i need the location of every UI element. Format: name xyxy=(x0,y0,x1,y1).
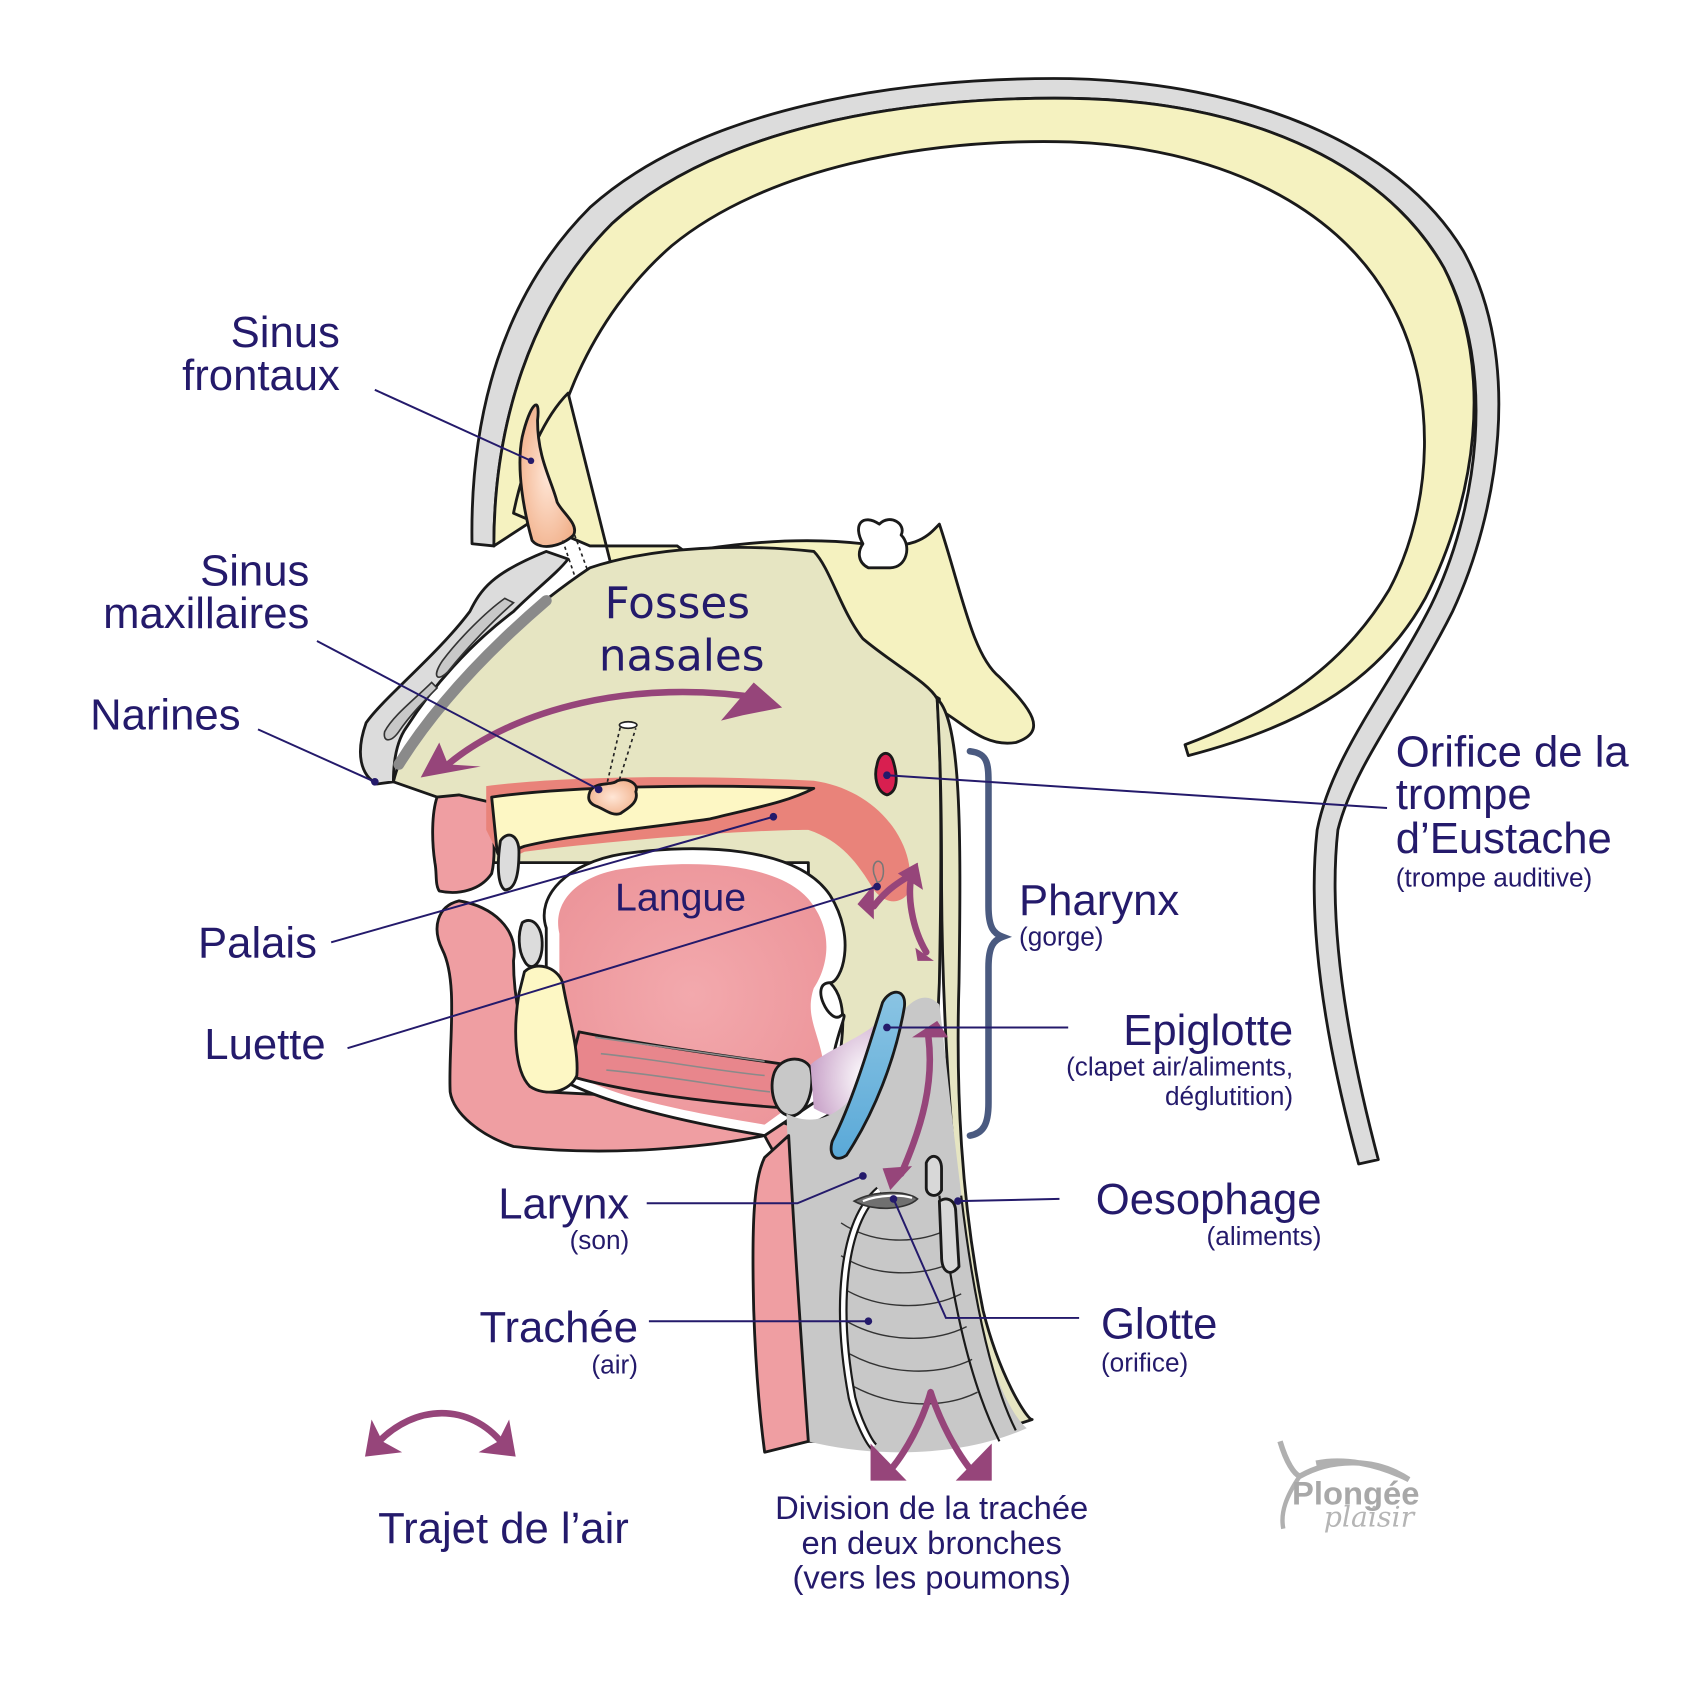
airflow-arrowhead-left xyxy=(420,742,481,778)
legend: Trajet de l’air xyxy=(365,1410,629,1553)
label-eustache-note: (trompe auditive) xyxy=(1396,863,1592,893)
arytenoid-2 xyxy=(937,1197,961,1274)
label-sinus-frontaux-1: Sinus xyxy=(231,308,340,357)
upper-lip xyxy=(431,793,496,894)
throat xyxy=(751,697,1034,1454)
maxillary-sinus-duct-end xyxy=(618,720,638,730)
label-sinus-maxillaires-1: Sinus xyxy=(200,546,309,595)
label-oesophage: Oesophage xyxy=(1096,1175,1322,1224)
label-langue: Langue xyxy=(615,876,746,920)
hard-palate xyxy=(490,784,816,858)
airflow-arrowhead-pharynx-up xyxy=(897,862,923,890)
skull-bone xyxy=(492,96,1476,758)
logo-line1: Plongée xyxy=(1292,1475,1419,1512)
label-eustache-2: trompe xyxy=(1396,770,1532,819)
trachea-front-wall-inner xyxy=(841,1188,881,1449)
nose-cartilage xyxy=(435,597,515,679)
label-sinus-frontaux-2: frontaux xyxy=(182,351,340,400)
label-oesophage-note: (aliments) xyxy=(1207,1221,1322,1251)
muscle-fibers xyxy=(595,1036,771,1093)
sella-turcica xyxy=(857,518,909,570)
neck-front xyxy=(751,1134,810,1454)
legend-label: Trajet de l’air xyxy=(378,1504,629,1553)
leader-glotte xyxy=(892,1198,1080,1319)
label-luette: Luette xyxy=(204,1020,325,1069)
label-palais: Palais xyxy=(198,919,317,968)
airflow-arrows xyxy=(420,682,992,1481)
double-curved-arrow-icon xyxy=(365,1410,516,1457)
label-fosses-nasales-2: nasales xyxy=(599,630,765,681)
pharynx-brace xyxy=(966,747,1013,1139)
nasal-shading xyxy=(393,595,552,770)
label-larynx-note: (son) xyxy=(570,1225,630,1255)
label-fosses-nasales-1: Fosses xyxy=(605,578,750,629)
leader-narines xyxy=(257,728,376,783)
label-division-3: (vers les poumons) xyxy=(792,1559,1070,1596)
leader-sinus-frontaux xyxy=(374,388,532,462)
label-epiglotte-note-1: (clapet air/aliments, xyxy=(1066,1052,1293,1082)
label-division-1: Division de la trachée xyxy=(775,1489,1088,1526)
airflow-arrow-larynx xyxy=(897,1034,934,1178)
airflow-arrowhead-larynx-up xyxy=(912,1020,949,1038)
labels: Sinus frontaux Sinus maxillaires Narines… xyxy=(90,308,1629,1596)
airflow-arrowhead-bronchi-right xyxy=(955,1443,992,1481)
logo-swoosh-tail xyxy=(1280,1475,1302,1530)
maxillary-sinus-duct xyxy=(606,725,637,782)
label-glotte: Glotte xyxy=(1101,1300,1217,1349)
label-trachee-note: (air) xyxy=(591,1350,638,1380)
frontal-sinus xyxy=(518,403,577,548)
label-pharynx-note: (gorge) xyxy=(1019,922,1103,952)
leader-lines xyxy=(257,388,1388,1326)
label-eustache-3: d’Eustache xyxy=(1396,814,1612,863)
epiglottis xyxy=(829,990,906,1160)
arytenoid xyxy=(924,1154,943,1197)
label-division-2: en deux bronches xyxy=(802,1524,1062,1561)
airflow-arrowhead-pharynx-left xyxy=(857,884,874,920)
label-epiglotte-note-2: déglutition) xyxy=(1165,1081,1293,1111)
label-sinus-maxillaires-2: maxillaires xyxy=(103,589,309,638)
label-eustache-1: Orifice de la xyxy=(1396,728,1630,777)
mandible xyxy=(514,964,579,1094)
upper-incisor xyxy=(496,833,521,892)
label-narines: Narines xyxy=(90,690,240,739)
glottis-highlight xyxy=(862,1194,913,1203)
logo-swoosh-icon xyxy=(1277,1440,1411,1482)
leader-luette xyxy=(347,885,878,1050)
airflow-arrow-nasal xyxy=(444,688,768,768)
airflow-arrowhead-right xyxy=(720,682,783,721)
label-epiglotte: Epiglotte xyxy=(1123,1006,1293,1055)
leader-larynx xyxy=(646,1175,864,1205)
esophagus-wall-2 xyxy=(960,1195,1017,1431)
leader-palais xyxy=(330,815,774,944)
hyoid xyxy=(770,1057,814,1118)
logo-line2: plaisir xyxy=(1324,1500,1416,1533)
label-larynx: Larynx xyxy=(498,1180,629,1229)
label-glotte-note: (orifice) xyxy=(1101,1347,1188,1377)
leader-sinus-maxillaires xyxy=(316,640,600,791)
lower-incisor xyxy=(517,919,544,968)
logo: Plongée plaisir xyxy=(1277,1440,1419,1533)
trachea-rings xyxy=(840,1222,978,1405)
leader-eustache xyxy=(886,774,1388,809)
airflow-arrowhead-larynx-down xyxy=(882,1166,913,1191)
airflow-arrowhead-bronchi-left xyxy=(870,1443,907,1481)
uvula xyxy=(872,860,885,884)
pharynx-wall xyxy=(935,697,1034,1427)
label-pharynx: Pharynx xyxy=(1019,876,1179,925)
label-trachee: Trachée xyxy=(479,1303,638,1352)
leader-oesophage xyxy=(957,1197,1060,1203)
